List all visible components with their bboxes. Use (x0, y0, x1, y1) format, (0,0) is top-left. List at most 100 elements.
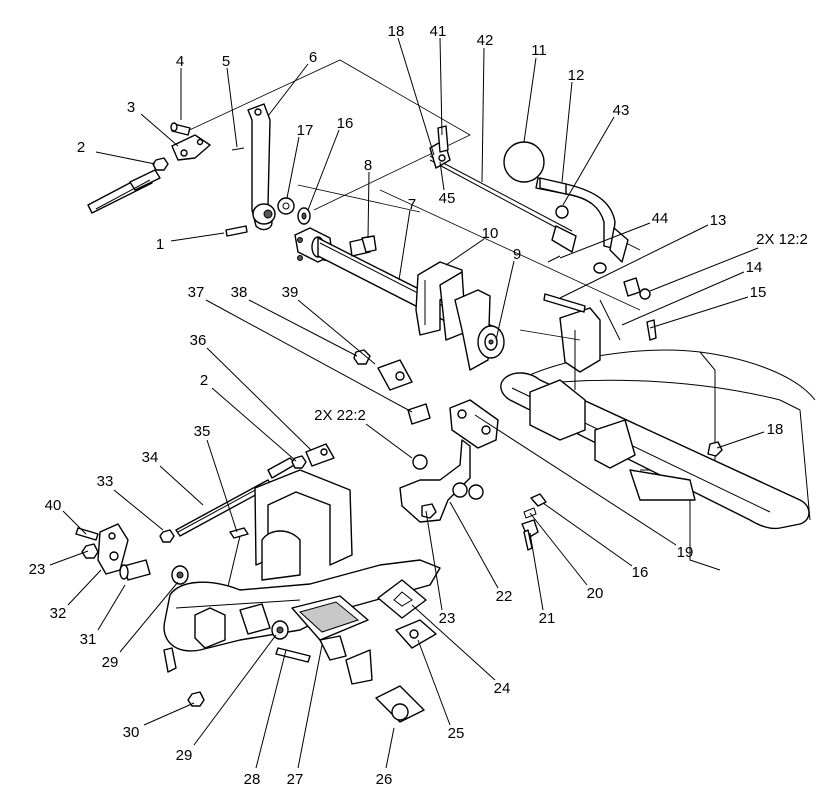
leader-cq12 (649, 247, 759, 292)
leader-c35 (206, 439, 238, 533)
mounting-bracket-10 (415, 261, 491, 371)
callout-c25: 25 (448, 725, 465, 742)
leader-c30 (143, 702, 195, 726)
nut-30 (187, 691, 205, 707)
bushing-29-left (171, 565, 189, 585)
leader-c22 (449, 501, 499, 589)
leader-c1 (170, 232, 225, 242)
leader-c26 (385, 727, 395, 769)
nut-2-lower (291, 455, 307, 469)
leader-c32 (67, 569, 102, 606)
callout-c23b: 23 (29, 561, 46, 578)
leader-c36 (206, 347, 312, 451)
callout-c42: 42 (477, 32, 494, 49)
leader-c29b (119, 581, 179, 653)
callout-c13: 13 (710, 212, 727, 229)
callout-c24: 24 (494, 680, 511, 697)
callout-c29a: 29 (176, 747, 193, 764)
callout-c27: 27 (287, 771, 304, 788)
pedal-frame (163, 469, 441, 673)
bolt-8 (349, 235, 377, 257)
leader-c16b (542, 502, 633, 567)
bracket-26 (375, 685, 425, 723)
leader-c7 (398, 209, 411, 281)
callout-c3: 3 (127, 99, 135, 116)
pin-28 (275, 647, 311, 663)
callout-c23a: 23 (439, 610, 456, 627)
bracket-19 (449, 399, 499, 449)
lever-32 (97, 523, 129, 575)
throttle-lever-6 (247, 103, 276, 231)
callout-c6: 6 (309, 49, 317, 66)
leader-c44 (559, 222, 651, 259)
pivot-bar-assembly (500, 299, 810, 530)
callout-c8: 8 (364, 157, 372, 174)
callout-c31: 31 (80, 631, 97, 648)
callout-c33: 33 (97, 473, 114, 490)
clevis-3 (171, 134, 211, 161)
callout-c16b: 16 (632, 564, 649, 581)
callout-c37: 37 (188, 284, 205, 301)
control-knob-11 (503, 141, 545, 183)
leader-c41 (439, 37, 443, 136)
leader-c13 (559, 224, 709, 299)
leader-c39 (297, 299, 376, 365)
leader-c33 (113, 489, 164, 531)
bushing-29-right (239, 603, 289, 640)
leader-c25 (417, 639, 451, 726)
leader-c10 (445, 238, 485, 266)
washer-16-lower (530, 493, 547, 507)
callout-c36: 36 (190, 332, 207, 349)
leader-c2b (211, 387, 297, 462)
leader-c29a (193, 634, 277, 746)
roll-pin-1 (225, 225, 248, 237)
leader-c20 (529, 512, 588, 586)
callout-c4: 4 (176, 53, 184, 70)
nut-33 (159, 529, 175, 543)
callout-c12: 12 (568, 67, 585, 84)
leader-c28 (255, 649, 287, 769)
leader-cq22 (365, 423, 413, 459)
leader-c43 (562, 116, 615, 206)
leader-c18b (716, 431, 765, 449)
callout-c39: 39 (282, 284, 299, 301)
pedal-27 (291, 595, 369, 661)
callout-c18b: 18 (767, 421, 784, 438)
callout-c1: 1 (156, 236, 164, 253)
clip-20 (523, 507, 537, 519)
cotter-pin-44 (547, 255, 561, 263)
callout-c15: 15 (750, 284, 767, 301)
leader-c23a (425, 510, 443, 611)
callout-c43: 43 (613, 102, 630, 119)
callout-c2b: 2 (200, 372, 208, 389)
leader-c34 (159, 465, 204, 506)
leader-c5 (226, 67, 238, 148)
nut-23-left (81, 543, 99, 559)
callout-c18a: 18 (388, 23, 405, 40)
callout-c20: 20 (587, 585, 604, 602)
leader-c42 (481, 47, 485, 183)
callout-c16a: 16 (337, 115, 354, 132)
leader-c15 (649, 296, 749, 329)
bolt-13 (543, 293, 586, 313)
leader-c12 (561, 81, 573, 183)
bolt-21 (521, 519, 539, 551)
leader-c40 (62, 510, 87, 535)
leader-c23b (49, 550, 89, 566)
callout-c28: 28 (244, 771, 261, 788)
leader-c24 (411, 604, 496, 681)
callout-c17: 17 (297, 122, 314, 139)
leader-c6 (267, 63, 309, 117)
callout-c26: 26 (376, 771, 393, 788)
callout-c2a: 2 (77, 139, 85, 156)
bushing-17 (277, 197, 295, 215)
callout-c22: 22 (496, 588, 513, 605)
lever-handle-12 (535, 177, 616, 249)
throttle-cable-upper (87, 169, 161, 214)
leader-c14 (621, 271, 745, 326)
callout-c10: 10 (482, 225, 499, 242)
leader-c2a (95, 151, 156, 165)
bolt-31 (119, 559, 151, 581)
clevis-pin-4 (170, 122, 191, 136)
